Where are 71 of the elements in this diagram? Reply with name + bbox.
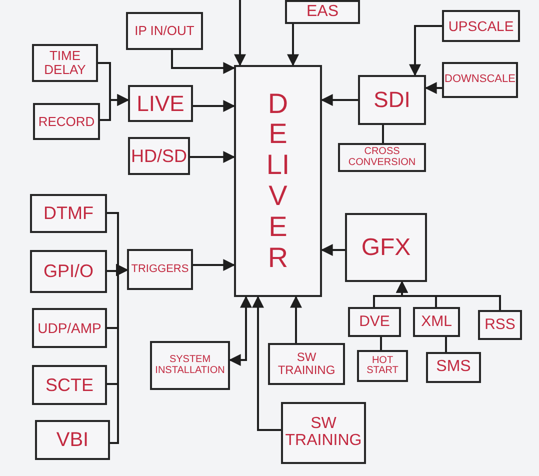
process-box: [35, 420, 110, 460]
node-label: HD/SD: [130, 146, 187, 166]
process-box: [128, 85, 193, 122]
process-box: [426, 352, 481, 383]
arrow: [320, 244, 345, 256]
process-box: [32, 308, 107, 348]
arrow: [234, 0, 246, 66]
process-box: [234, 65, 322, 297]
arrow: [110, 264, 128, 444]
connector-line: [380, 337, 382, 350]
node-label: TIME DELAY: [43, 49, 87, 77]
arrow: [190, 151, 236, 163]
node-label: VBI: [56, 430, 89, 450]
process-box: [32, 44, 98, 82]
node-label: DVE: [359, 314, 390, 330]
arrow: [320, 94, 358, 106]
process-box: [127, 249, 193, 290]
process-box: [358, 75, 426, 125]
node-label: UPSCALE: [448, 18, 514, 34]
connector-line: [382, 125, 384, 143]
process-box: [285, 0, 360, 24]
connector-line: [445, 337, 447, 352]
node-label: GFX: [361, 234, 411, 260]
node-label: RSS: [484, 317, 516, 333]
node-label: DELIVER: [265, 88, 291, 274]
node-label: HOT START: [366, 356, 400, 376]
arrow: [228, 296, 252, 366]
node-label: DTMF: [44, 204, 94, 223]
process-box: [30, 250, 107, 293]
process-box: [126, 12, 203, 50]
node-label: GPI/O: [43, 262, 94, 281]
node-label: LIVE: [136, 92, 184, 116]
process-box: [128, 137, 190, 175]
node-label: SW TRAINING: [276, 351, 336, 377]
node-label: SMS: [436, 359, 471, 376]
arrow: [396, 280, 501, 310]
process-box: [150, 341, 230, 390]
node-label: TRIGGERS: [131, 264, 189, 276]
process-box: [478, 310, 522, 340]
process-box: [33, 103, 100, 140]
arrow: [100, 94, 130, 121]
node-label: SYSTEM INSTALLATION: [154, 355, 226, 376]
arrow: [171, 50, 236, 74]
arrow: [287, 24, 299, 66]
node-label: DOWNSCALE: [444, 74, 516, 86]
process-box: [30, 194, 107, 233]
process-box: [357, 350, 408, 382]
node-label: UDP/AMP: [38, 320, 102, 336]
arrow: [290, 296, 302, 343]
arrow: [193, 100, 236, 112]
process-box: [413, 307, 460, 337]
process-box: [338, 143, 426, 172]
arrow: [409, 25, 442, 76]
node-label: SW TRAINING: [284, 416, 363, 450]
arrow: [424, 82, 442, 94]
node-label: IP IN/OUT: [134, 24, 194, 38]
process-box: [345, 213, 427, 282]
arrow: [252, 296, 281, 431]
process-box: [281, 402, 366, 464]
process-box: [32, 365, 107, 405]
node-label: RECORD: [38, 114, 95, 128]
node-label: SDI: [374, 88, 410, 112]
node-label: CROSS CONVERSION: [347, 147, 417, 168]
process-box: [442, 62, 518, 98]
process-box: [442, 10, 520, 42]
node-label: SCTE: [45, 376, 94, 394]
process-box: [348, 307, 401, 337]
arrow: [193, 259, 236, 271]
node-label: EAS: [306, 4, 338, 20]
node-label: XML: [421, 314, 452, 330]
process-box: [268, 343, 345, 385]
